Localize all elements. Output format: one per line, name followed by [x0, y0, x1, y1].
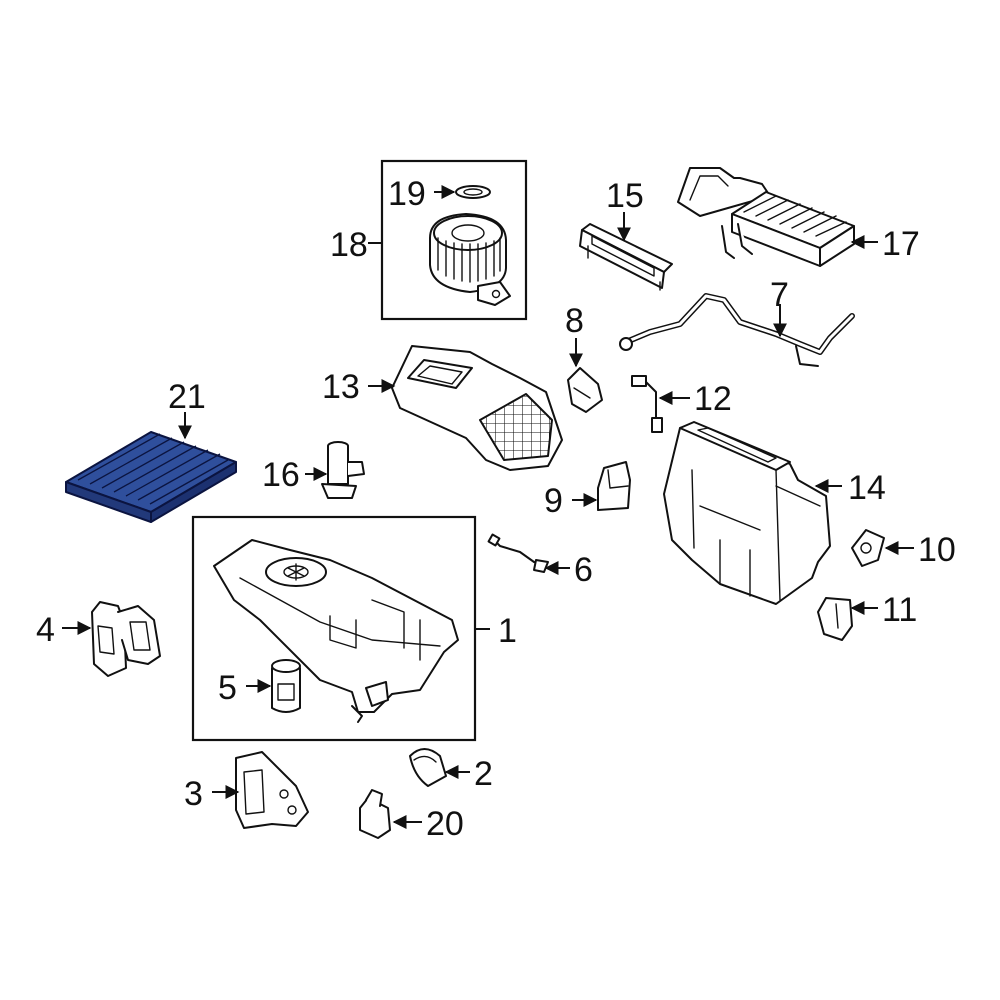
part-1-case-housing[interactable]: [213, 539, 459, 723]
callout-5-label: 5: [218, 669, 237, 707]
part-14-evaporator-case[interactable]: [663, 421, 831, 605]
callout-3-label: 3: [184, 775, 203, 813]
callout-19-label: 19: [388, 175, 426, 213]
callout-18-label: 18: [330, 226, 368, 264]
part-21-cabin-air-filter[interactable]: [65, 431, 237, 523]
callout-1-label: 1: [498, 612, 517, 650]
callout-21-label: 21: [168, 378, 206, 416]
part-8-actuator[interactable]: [567, 367, 603, 413]
callout-16-label: 16: [262, 456, 300, 494]
part-2-cap[interactable]: [409, 748, 447, 787]
callout-10-label: 10: [918, 531, 956, 569]
part-17-heater-core[interactable]: [677, 167, 855, 267]
part-19-gasket[interactable]: [455, 185, 491, 199]
callout-6-label: 6: [574, 551, 593, 589]
callout-13-label: 13: [322, 368, 360, 406]
part-12-wiring-connector[interactable]: [631, 375, 663, 433]
callout-7-label: 7: [770, 276, 789, 314]
callout-14-label: 14: [848, 469, 886, 507]
part-18-blower-motor[interactable]: [429, 213, 511, 306]
part-4-seal[interactable]: [91, 601, 161, 677]
part-16-valve[interactable]: [321, 441, 365, 499]
callout-2-label: 2: [474, 755, 493, 793]
part-3-seal-plate[interactable]: [235, 751, 309, 829]
part-10-actuator[interactable]: [851, 529, 885, 567]
callout-20-label: 20: [426, 805, 464, 843]
part-11-actuator[interactable]: [817, 597, 853, 641]
callout-11-label: 11: [882, 591, 917, 629]
callout-15-label: 15: [606, 177, 644, 215]
part-7-tube-assembly[interactable]: [619, 293, 855, 367]
part-13-blower-housing[interactable]: [391, 345, 563, 471]
callout-8-label: 8: [565, 302, 584, 340]
part-6-sensor[interactable]: [487, 533, 549, 573]
part-20-clip[interactable]: [359, 789, 391, 839]
part-15-bracket[interactable]: [579, 223, 673, 291]
part-9-bracket[interactable]: [597, 461, 631, 511]
callout-4-label: 4: [36, 611, 55, 649]
part-5-expansion-valve[interactable]: [271, 659, 301, 713]
callout-12-label: 12: [694, 380, 732, 418]
callout-9-label: 9: [544, 482, 563, 520]
part-18-group-box: [380, 159, 528, 321]
callout-17-label: 17: [882, 225, 920, 263]
